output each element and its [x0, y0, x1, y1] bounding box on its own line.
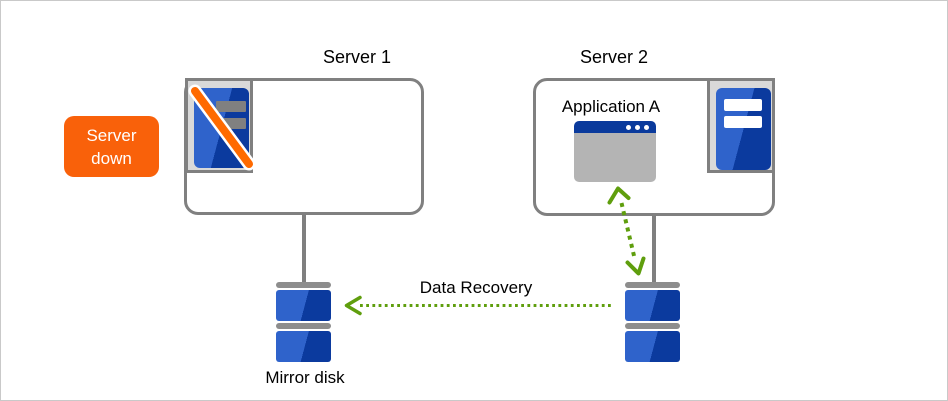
data-recovery-label: Data Recovery	[419, 278, 533, 297]
failure-slash-icon	[188, 84, 256, 171]
disk-platter	[276, 290, 331, 321]
disk-platter	[276, 331, 331, 362]
titlebar-dot-icon	[626, 124, 631, 130]
server-tower	[716, 88, 771, 170]
mirror-disk-label: Mirror disk	[265, 368, 345, 387]
window-titlebar	[574, 121, 656, 133]
disk-cap	[276, 282, 331, 288]
application-window-icon	[574, 121, 656, 182]
mirror-disk-icon-server1	[276, 282, 331, 362]
server2-label: Server 2	[579, 47, 649, 67]
window-body	[574, 133, 656, 182]
titlebar-dot-icon	[635, 124, 640, 130]
server-drive-bar	[216, 101, 246, 112]
active-server-icon	[707, 78, 775, 173]
server-drive-bar	[724, 99, 762, 111]
disk-platter	[625, 290, 680, 321]
failed-server-icon	[185, 78, 256, 173]
server1-disk-connector	[302, 214, 306, 283]
disk-cap	[625, 323, 680, 329]
disk-cap	[276, 323, 331, 329]
data-recovery-arrow	[344, 295, 614, 316]
server-drive-bar	[216, 118, 246, 129]
disk-cap	[625, 282, 680, 288]
server1-label: Server 1	[322, 47, 392, 67]
server-drive-bar	[724, 116, 762, 128]
mirror-disk-icon-server2	[625, 282, 680, 362]
disk-platter	[625, 331, 680, 362]
titlebar-dot-icon	[644, 124, 649, 130]
application-label: Application A	[561, 97, 661, 116]
server2-disk-connector	[652, 215, 656, 283]
server-down-badge: Server down	[64, 116, 159, 177]
